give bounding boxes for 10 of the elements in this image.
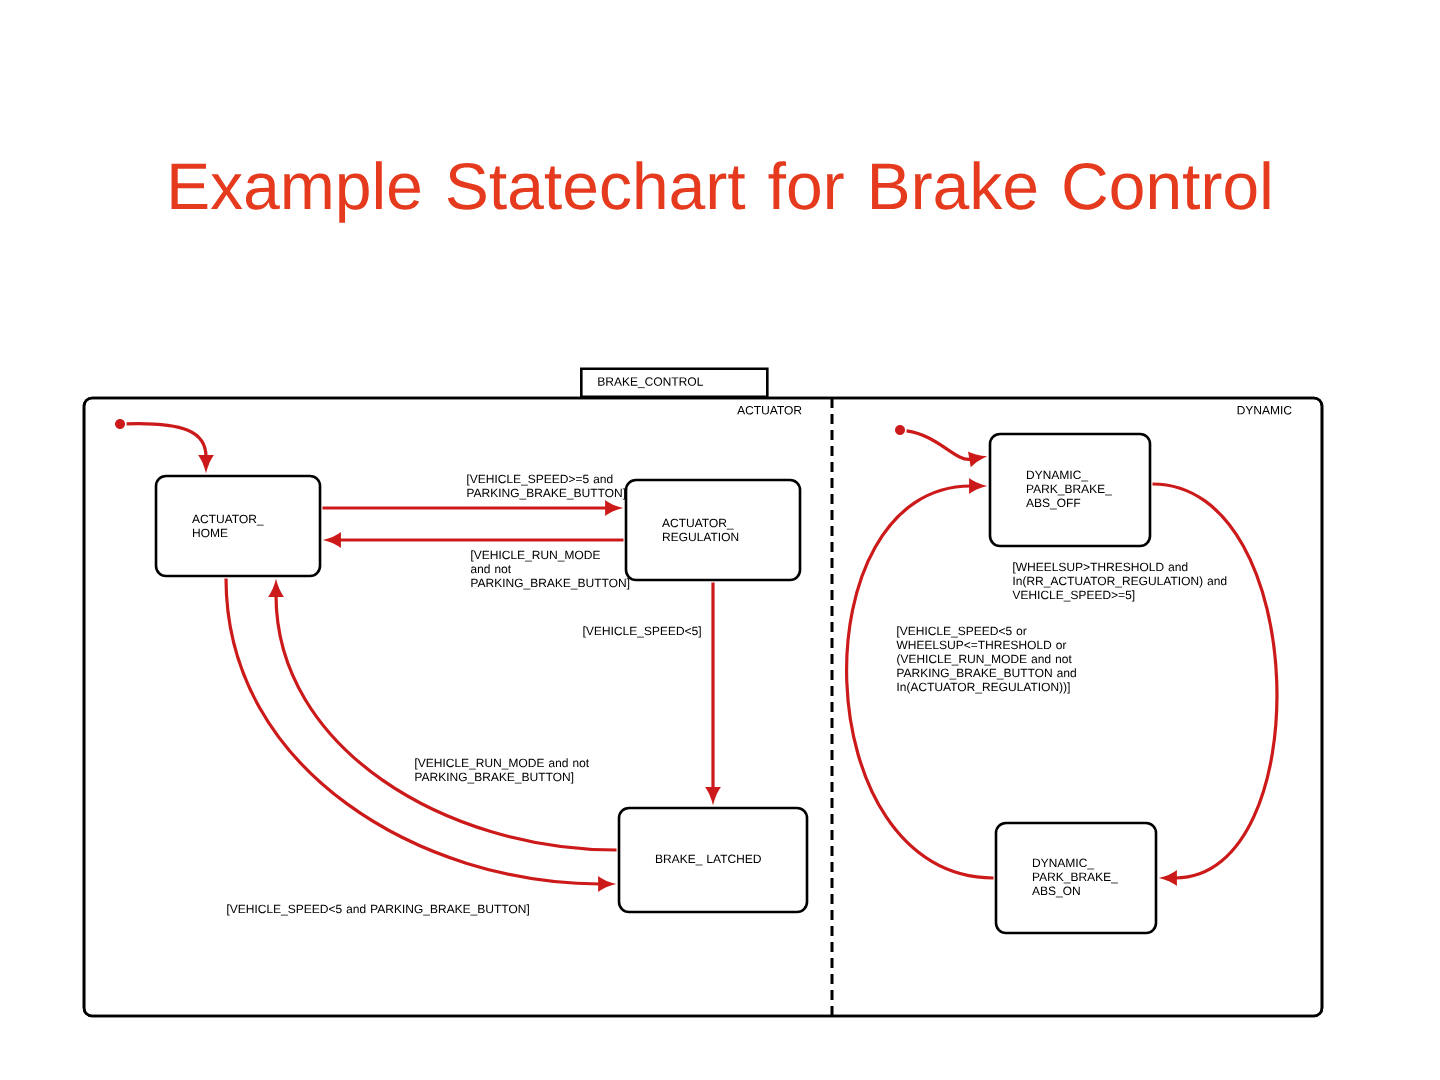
arrow	[322, 501, 620, 515]
arrow	[1152, 482, 1279, 885]
arrow	[126, 422, 213, 470]
title: Example Statechart for Brake Control	[171, 161, 1270, 223]
arrow	[269, 582, 617, 852]
arrow	[224, 578, 613, 891]
arrow	[906, 429, 984, 466]
arrow	[326, 533, 624, 547]
arrow	[845, 479, 994, 880]
arrow	[706, 582, 720, 802]
